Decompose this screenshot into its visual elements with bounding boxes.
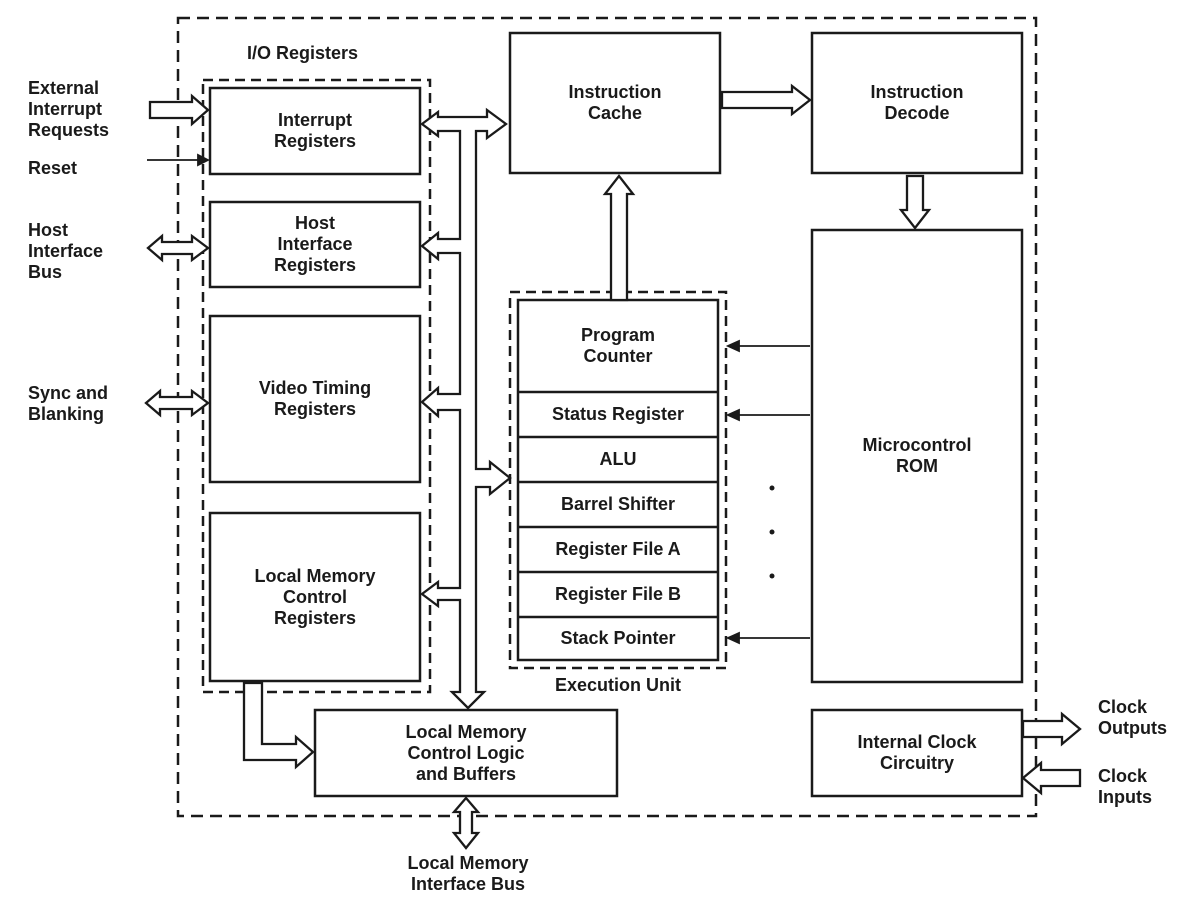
rom-to-pc-arrowhead — [725, 339, 740, 353]
sync-blanking-arrow — [144, 388, 210, 418]
external-interrupt-requests-label: External Interrupt Requests — [28, 78, 110, 140]
local-memory-interface-bus-label: Local Memory Interface Bus — [407, 853, 529, 894]
alu-label: ALU — [599, 449, 637, 469]
ellipsis-dots — [769, 485, 775, 579]
reset-arrowhead — [197, 153, 211, 167]
interrupt-registers-box — [208, 86, 422, 176]
clock-output-arrow — [1021, 711, 1082, 747]
register-file-b-label: Register File B — [554, 584, 682, 604]
execution-unit-dividers — [518, 390, 718, 619]
local-memory-control-logic-label: Local Memory Control Logic and Buffers — [405, 721, 527, 784]
execution-unit-group — [508, 290, 728, 670]
internal-bus-arrows — [420, 107, 512, 710]
instruction-cache-box — [508, 31, 722, 175]
microcontrol-rom-box — [810, 228, 1024, 684]
decode-to-rom-arrow — [898, 174, 932, 230]
execution-unit-label: Execution Unit — [554, 675, 681, 695]
clock-inputs-label: Clock Inputs — [1098, 766, 1152, 807]
eu-to-cache-arrow — [602, 174, 636, 302]
internal-clock-circuitry-label: Internal Clock Circuitry — [857, 732, 977, 773]
interrupt-registers-label: Interrupt Registers — [273, 110, 357, 151]
host-interface-registers-label: Host Interface Registers — [273, 213, 357, 275]
host-interface-bus-label: Host Interface Bus — [28, 220, 104, 282]
io-registers-label: I/O Registers — [247, 43, 359, 63]
status-register-label: Status Register — [551, 404, 685, 424]
local-memory-control-registers-label: Local Memory Control Registers — [254, 565, 376, 628]
lm-registers-to-logic-arrow — [242, 681, 315, 770]
host-bus-arrow — [146, 233, 210, 263]
clock-input-arrow — [1021, 760, 1082, 796]
lm-interface-bus-arrow — [451, 796, 481, 850]
chip-boundary — [176, 16, 1038, 818]
internal-clock-circuitry-box — [810, 708, 1024, 798]
register-file-a-label: Register File A — [555, 539, 681, 559]
clock-outputs-label: Clock Outputs — [1098, 697, 1167, 738]
interrupt-input-arrow — [148, 93, 210, 127]
microcontrol-rom-label: Microcontrol ROM — [862, 435, 972, 476]
reset-label: Reset — [28, 158, 78, 178]
stack-pointer-label: Stack Pointer — [560, 628, 676, 648]
io-registers-group — [201, 78, 432, 694]
cache-to-decode-arrow — [720, 83, 812, 117]
program-counter-label: Program Counter — [580, 325, 656, 366]
instruction-decode-box — [810, 31, 1024, 175]
instruction-decode-label: Instruction Decode — [870, 82, 964, 123]
local-memory-control-logic-box — [313, 708, 619, 798]
barrel-shifter-label: Barrel Shifter — [560, 494, 676, 514]
instruction-cache-label: Instruction Cache — [568, 82, 662, 123]
video-timing-registers-label: Video Timing Registers — [258, 378, 372, 419]
local-memory-control-registers-box — [208, 511, 422, 683]
rom-to-status-arrowhead — [725, 408, 740, 422]
video-timing-registers-box — [208, 314, 422, 484]
host-interface-registers-box — [208, 200, 422, 289]
sync-and-blanking-label: Sync and Blanking — [28, 383, 109, 424]
rom-to-sp-arrowhead — [725, 631, 740, 645]
